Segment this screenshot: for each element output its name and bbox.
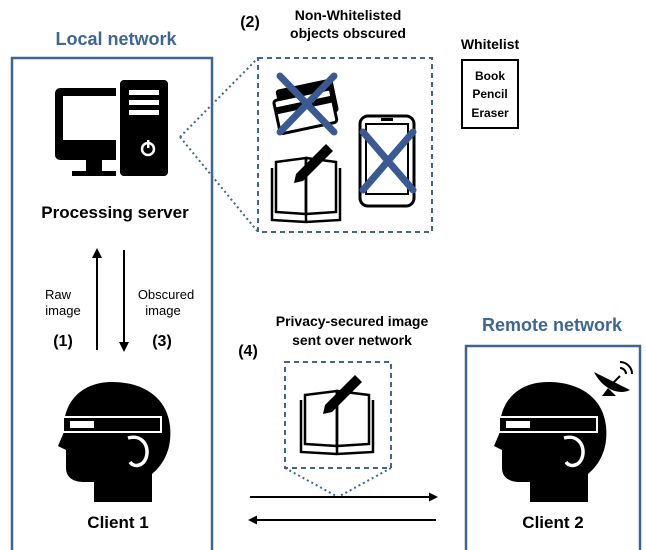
whitelist-item: Pencil bbox=[472, 87, 507, 101]
whitelist-item: Eraser bbox=[471, 106, 509, 120]
book-pencil-icon bbox=[299, 375, 375, 456]
obscure-step-label-1: Non-Whitelisted bbox=[295, 7, 402, 23]
client-2-label: Client 2 bbox=[522, 513, 583, 532]
whitelist-title: Whitelist bbox=[461, 36, 520, 52]
remote-network-box bbox=[464, 344, 642, 550]
server-icon bbox=[55, 76, 172, 180]
transfer-label-2: sent over network bbox=[292, 332, 412, 348]
whitelist-box bbox=[461, 59, 519, 129]
satellite-dish-icon bbox=[594, 361, 633, 396]
server-label: Processing server bbox=[41, 203, 189, 222]
raw-image-label-2: image bbox=[45, 303, 80, 318]
client-1-label: Client 1 bbox=[87, 513, 148, 532]
raw-image-label-1: Raw bbox=[45, 287, 72, 302]
step-4-label: (4) bbox=[238, 343, 258, 360]
secured-image-pointer-left bbox=[284, 467, 339, 498]
secured-image-pointer-right bbox=[337, 467, 392, 498]
step-1-label: (1) bbox=[53, 333, 73, 350]
secured-image-box bbox=[284, 361, 392, 469]
obscured-objects-box bbox=[257, 57, 433, 233]
step-3-label: (3) bbox=[152, 333, 172, 350]
cross-mark-icon bbox=[359, 128, 417, 194]
client-2-head-icon bbox=[494, 382, 607, 502]
book-pencil-icon bbox=[270, 144, 342, 224]
zoom-line-top bbox=[179, 57, 259, 138]
transfer-label-1: Privacy-secured image bbox=[276, 313, 429, 329]
obscured-image-label-1: Obscured bbox=[138, 287, 194, 302]
zoom-line-bottom bbox=[179, 136, 259, 233]
step-2-label: (2) bbox=[240, 14, 260, 31]
obscure-step-label-2: objects obscured bbox=[290, 25, 406, 41]
cross-mark-icon bbox=[276, 72, 338, 136]
local-network-box bbox=[10, 56, 214, 550]
whitelist-item: Book bbox=[475, 69, 505, 83]
obscured-image-label-2: image bbox=[145, 303, 180, 318]
remote-network-title: Remote network bbox=[482, 315, 623, 335]
local-network-title: Local network bbox=[55, 29, 177, 49]
client-1-head-icon bbox=[58, 382, 171, 502]
